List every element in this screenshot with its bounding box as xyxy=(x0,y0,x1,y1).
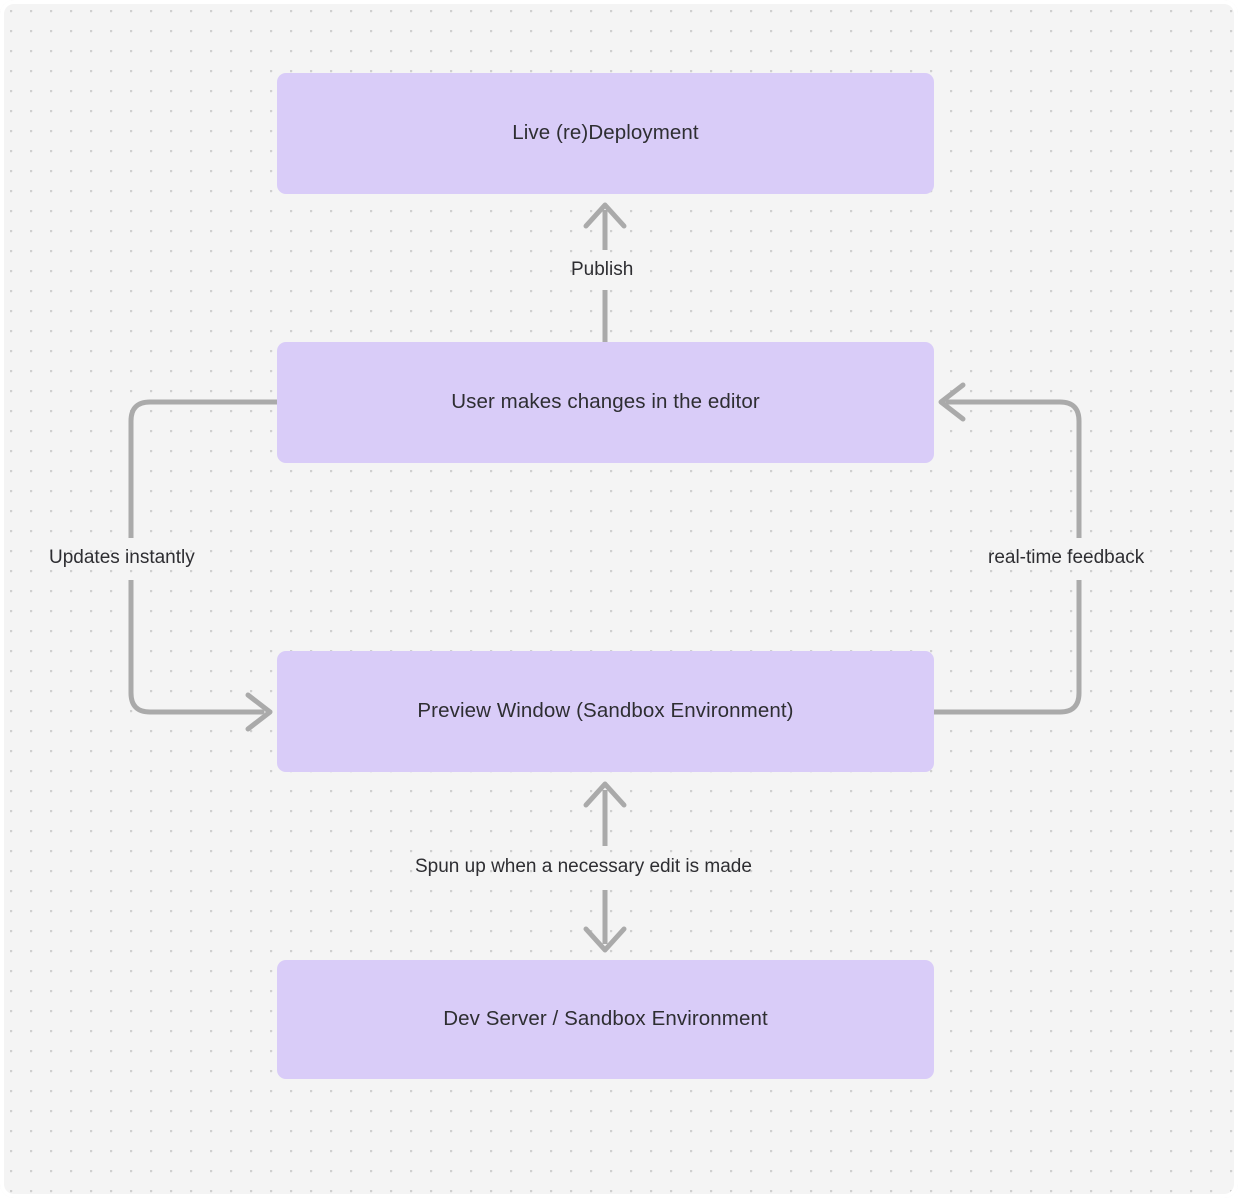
node-live-redeployment-label: Live (re)Deployment xyxy=(512,121,699,145)
node-preview-window-label: Preview Window (Sandbox Environment) xyxy=(417,699,794,723)
edge-label-publish: Publish xyxy=(571,259,634,280)
edge-label-updates-instantly: Updates instantly xyxy=(49,547,195,568)
edge-label-backdrop-realtime xyxy=(978,538,1174,580)
edge-label-backdrop-publish xyxy=(560,250,652,290)
edge-label-spun-up: Spun up when a necessary edit is made xyxy=(415,856,752,877)
node-user-makes-changes[interactable]: User makes changes in the editor xyxy=(277,342,934,463)
edge-label-backdrop-updates xyxy=(40,538,228,580)
edge-label-real-time-feedback: real-time feedback xyxy=(988,547,1145,568)
node-dev-server[interactable]: Dev Server / Sandbox Environment xyxy=(277,960,934,1079)
node-live-redeployment[interactable]: Live (re)Deployment xyxy=(277,73,934,194)
node-preview-window[interactable]: Preview Window (Sandbox Environment) xyxy=(277,651,934,772)
edge-label-backdrop-spun xyxy=(405,846,799,890)
node-dev-server-label: Dev Server / Sandbox Environment xyxy=(443,1007,768,1031)
node-user-makes-changes-label: User makes changes in the editor xyxy=(451,390,760,414)
